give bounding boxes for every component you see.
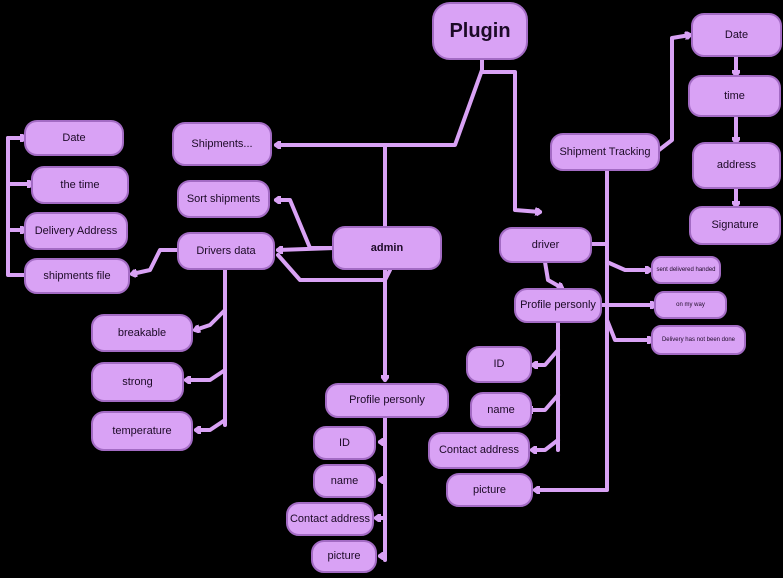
driver-picture-label: picture bbox=[472, 483, 507, 496]
driver-picture-node[interactable]: picture bbox=[446, 473, 533, 507]
admin-picture-node[interactable]: picture bbox=[311, 540, 377, 573]
breakable-label: breakable bbox=[117, 326, 167, 339]
edge-admin-drivers bbox=[276, 248, 337, 250]
admin-contact-label: Contact address bbox=[289, 512, 371, 525]
temperature-node[interactable]: temperature bbox=[91, 411, 193, 451]
tracking-signature-label: Signature bbox=[711, 219, 759, 232]
tracking-time-label: time bbox=[724, 89, 745, 102]
edge-plugin-driver bbox=[480, 56, 542, 212]
sort-shipments-label: Sort shipments bbox=[186, 192, 261, 205]
driver-name-node[interactable]: name bbox=[470, 392, 532, 428]
status-notdone-label: Delivery has not been done bbox=[661, 336, 736, 343]
driver-label: driver bbox=[531, 238, 560, 251]
edge-plugin-shipments bbox=[274, 56, 484, 145]
status-sent-node[interactable]: sent delivered handed bbox=[651, 256, 721, 284]
driver-id-label: ID bbox=[493, 358, 505, 371]
admin-id-node[interactable]: ID bbox=[313, 426, 376, 460]
file-time-label: the time bbox=[60, 178, 100, 191]
edge-tracking-picture bbox=[533, 168, 609, 490]
tracking-date-node[interactable]: Date bbox=[691, 13, 782, 57]
shipments-label: Shipments... bbox=[191, 137, 253, 150]
admin-label: admin bbox=[370, 241, 404, 254]
plugin-node[interactable]: Plugin bbox=[432, 2, 528, 60]
file-address-label: Delivery Address bbox=[34, 224, 118, 237]
edge-drivers-temp bbox=[194, 418, 227, 430]
file-time-node[interactable]: the time bbox=[31, 166, 129, 204]
breakable-node[interactable]: breakable bbox=[91, 314, 193, 352]
edge-driver-notdone bbox=[605, 318, 654, 340]
edge-drivers-strong bbox=[184, 368, 227, 380]
edge-driver-sent bbox=[605, 260, 652, 270]
admin-picture-label: picture bbox=[327, 550, 361, 563]
tracking-address-node[interactable]: address bbox=[692, 142, 781, 189]
strong-label: strong bbox=[122, 375, 153, 388]
admin-profile-node[interactable]: Profile personly bbox=[325, 383, 449, 418]
status-notdone-node[interactable]: Delivery has not been done bbox=[651, 325, 746, 355]
file-address-node[interactable]: Delivery Address bbox=[24, 212, 128, 250]
edge-driver-profile bbox=[543, 260, 564, 288]
status-onway-node[interactable]: on my way bbox=[654, 291, 727, 319]
strong-node[interactable]: strong bbox=[91, 362, 184, 402]
driver-id-node[interactable]: ID bbox=[466, 346, 532, 383]
tracking-signature-node[interactable]: Signature bbox=[689, 206, 781, 245]
shipments-file-node[interactable]: shipments file bbox=[24, 258, 130, 294]
edge-driver-name bbox=[526, 393, 560, 410]
driver-contact-label: Contact address bbox=[438, 444, 520, 457]
file-date-node[interactable]: Date bbox=[24, 120, 124, 156]
admin-name-label: name bbox=[330, 474, 359, 487]
status-onway-label: on my way bbox=[676, 301, 705, 308]
admin-id-label: ID bbox=[339, 436, 350, 449]
admin-profile-label: Profile personly bbox=[349, 394, 425, 407]
plugin-label: Plugin bbox=[449, 20, 511, 42]
driver-node[interactable]: driver bbox=[499, 227, 592, 263]
admin-node[interactable]: admin bbox=[332, 226, 442, 270]
sort-shipments-node[interactable]: Sort shipments bbox=[177, 180, 270, 218]
edge-tracking-date bbox=[657, 35, 692, 152]
shipment-tracking-label: Shipment Tracking bbox=[559, 145, 651, 158]
shipments-node[interactable]: Shipments... bbox=[172, 122, 272, 166]
edge-drivers-file bbox=[130, 248, 180, 274]
file-date-label: Date bbox=[62, 131, 86, 144]
shipments-file-label: shipments file bbox=[43, 269, 111, 282]
tracking-address-label: address bbox=[716, 159, 757, 172]
edge-driver-id bbox=[531, 348, 560, 365]
edge-driver-contact bbox=[530, 438, 560, 450]
driver-contact-node[interactable]: Contact address bbox=[428, 432, 530, 469]
edge-admin-drivers-b bbox=[276, 253, 392, 282]
drivers-data-label: Drivers data bbox=[196, 244, 256, 257]
drivers-data-node[interactable]: Drivers data bbox=[177, 232, 275, 270]
tracking-date-label: Date bbox=[724, 28, 749, 41]
driver-profile-label: Profile personly bbox=[520, 299, 596, 312]
temperature-label: temperature bbox=[112, 424, 172, 437]
shipment-tracking-node[interactable]: Shipment Tracking bbox=[550, 133, 660, 171]
driver-name-label: name bbox=[487, 403, 515, 416]
status-sent-label: sent delivered handed bbox=[656, 266, 716, 273]
tracking-time-node[interactable]: time bbox=[688, 75, 781, 117]
edge-drivers-breakable bbox=[193, 308, 227, 330]
admin-contact-node[interactable]: Contact address bbox=[286, 502, 374, 536]
edge-admin-sort bbox=[274, 200, 337, 250]
admin-name-node[interactable]: name bbox=[313, 464, 376, 498]
driver-profile-node[interactable]: Profile personly bbox=[514, 288, 602, 323]
edge-file-fields bbox=[6, 136, 27, 277]
